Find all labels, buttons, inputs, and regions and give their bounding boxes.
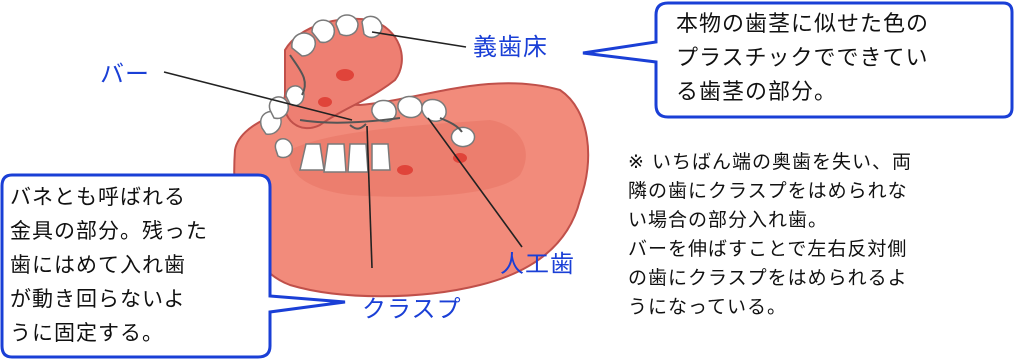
- leader-lines: [163, 31, 523, 269]
- bubble-clasp-line: バネとも呼ばれる: [10, 185, 186, 209]
- bubble-clasp-text: バネとも呼ばれる 金具の部分。残った 歯にはめて入れ歯 が動き回らないよ うに固…: [10, 180, 208, 350]
- front-teeth: [299, 143, 391, 173]
- bubble-base-line: 本物の歯茎に似せた色の: [676, 12, 930, 37]
- bubble-base-line: プラスチックでできてい: [676, 46, 929, 71]
- bubble-clasp-line: うに固定する。: [10, 321, 164, 345]
- gum-spot: [453, 153, 467, 163]
- bubble-clasp-line: が動き回らないよ: [10, 287, 186, 311]
- note-line: バーを伸ばすことで左右反対側: [628, 238, 908, 260]
- label-artificial-tooth: 人工歯: [500, 250, 575, 278]
- bubble-base-line: る歯茎の部分。: [676, 80, 838, 105]
- label-bar: バー: [100, 60, 150, 88]
- bubble-base-outline: [582, 1, 1014, 119]
- leader-line-clasp: [366, 125, 373, 269]
- note-line: い場合の部分入れ歯。: [628, 209, 829, 231]
- bubble-clasp-line: 歯にはめて入れ歯: [10, 253, 186, 277]
- leader-line-base: [371, 31, 467, 48]
- clasp-wire: [439, 117, 463, 133]
- bubble-clasp-line: 金具の部分。残った: [10, 219, 208, 243]
- clasp-wire: [349, 123, 367, 130]
- note-line: 隣の歯にクラスプをはめられな: [628, 180, 908, 202]
- note-line: うになっている。: [628, 296, 788, 318]
- leader-line-bar: [163, 71, 353, 121]
- bubble-base-text: 本物の歯茎に似せた色の プラスチックでできてい る歯茎の部分。: [676, 8, 929, 110]
- bubble-clasp-outline: [0, 173, 346, 359]
- note-line: の歯にクラスプをはめられるよ: [628, 267, 908, 289]
- label-denture-base: 義歯床: [473, 33, 548, 61]
- artificial-teeth: [371, 95, 476, 148]
- clasp-wire: [289, 54, 306, 96]
- note-line: ※ いちばん端の奥歯を失い、両: [628, 151, 912, 173]
- label-clasp: クラスプ: [362, 295, 462, 323]
- gum-spot: [318, 97, 332, 107]
- leader-line-artificial-tooth: [427, 117, 523, 248]
- metal-bar: [299, 117, 401, 124]
- gum-spot: [397, 165, 413, 175]
- explanation-note: ※ いちばん端の奥歯を失い、両 隣の歯にクラスプをはめられな い場合の部分入れ歯…: [628, 148, 912, 322]
- gum-spot: [336, 69, 354, 81]
